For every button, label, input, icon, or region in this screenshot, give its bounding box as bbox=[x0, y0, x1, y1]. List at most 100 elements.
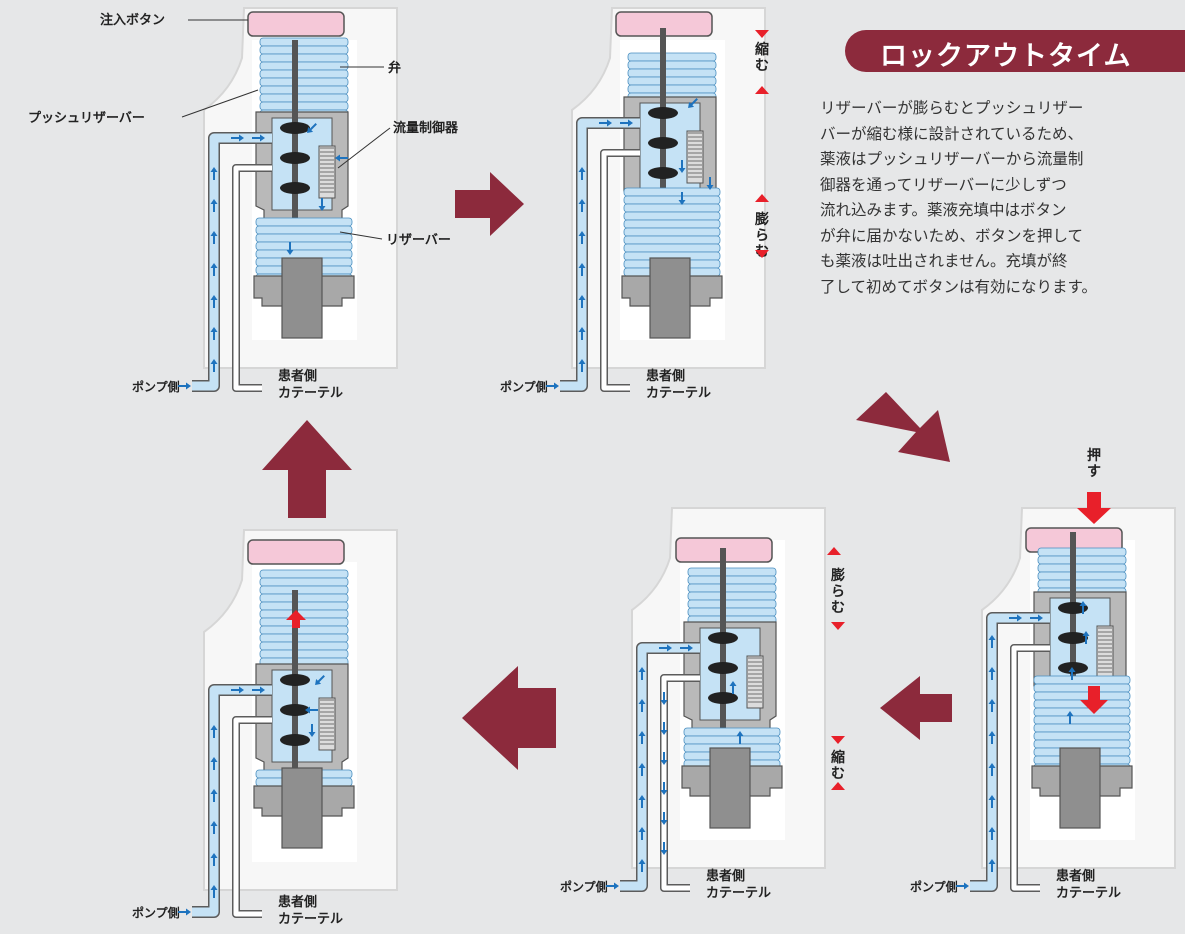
valve-disc bbox=[708, 692, 738, 704]
flow-arrow-icon bbox=[660, 722, 668, 735]
flow-arrow-head bbox=[260, 134, 265, 142]
flow-arrow-icon bbox=[988, 699, 996, 712]
reservoir-fold bbox=[255, 225, 353, 235]
description-line: リザーバーが膨らむとプッシュリザー bbox=[820, 99, 1084, 117]
flow-arrow-icon bbox=[638, 763, 646, 776]
valve-disc bbox=[648, 107, 678, 119]
red-arrow-icon bbox=[831, 736, 845, 744]
valve-disc bbox=[280, 704, 310, 716]
flow-arrow-head bbox=[210, 789, 218, 794]
reservoir-fold bbox=[623, 235, 721, 245]
valve-disc bbox=[280, 734, 310, 746]
maroon-arrow-icon bbox=[856, 392, 950, 462]
flow-arrow-icon bbox=[660, 812, 668, 825]
flow-arrow-icon bbox=[688, 98, 698, 108]
flow-arrow-head bbox=[988, 699, 996, 704]
bellows-fold bbox=[1037, 579, 1127, 589]
pump-inlet-arrow-icon bbox=[546, 382, 559, 390]
bellows-fold bbox=[1037, 547, 1127, 557]
title-badge bbox=[845, 30, 1185, 72]
valve-disc bbox=[280, 122, 310, 134]
flow-arrow-head bbox=[988, 795, 996, 800]
flow-arrow-shaft bbox=[317, 675, 325, 683]
flow-arrow-icon bbox=[210, 327, 218, 340]
flow-arrow-head bbox=[628, 119, 633, 127]
flow-arrow-icon bbox=[638, 795, 646, 808]
shrink-label: 縮 bbox=[831, 749, 845, 766]
bellows-fold bbox=[259, 609, 349, 619]
flow-arrow-head bbox=[210, 199, 218, 204]
flow-arrow-head bbox=[239, 134, 244, 142]
flow-arrow-head bbox=[554, 382, 559, 390]
flow-arrow-icon bbox=[210, 725, 218, 738]
flow-arrow-icon bbox=[578, 295, 586, 308]
flow-arrow-head bbox=[210, 821, 218, 826]
red-arrow-icon bbox=[831, 782, 845, 790]
flow-arrow-head bbox=[638, 667, 646, 672]
red-arrow-icon bbox=[755, 250, 769, 258]
reservoir-fold bbox=[623, 219, 721, 229]
flow-arrow-head bbox=[660, 760, 668, 765]
maroon-arrow-icon bbox=[462, 666, 556, 770]
reservoir-fold bbox=[683, 727, 781, 737]
reservoir-piston bbox=[281, 257, 323, 339]
flow-arrow-icon bbox=[305, 706, 318, 714]
flow-arrow-head bbox=[1068, 667, 1076, 672]
expand-label: 膨 bbox=[831, 567, 845, 584]
reservoir-fold bbox=[623, 211, 721, 221]
catheter-label: カテーテル bbox=[1056, 886, 1121, 901]
reservoir-piston bbox=[649, 257, 691, 339]
red-arrow-icon bbox=[755, 194, 769, 202]
pump-side-label: ポンプ側 bbox=[910, 879, 958, 894]
push-down-arrow-icon bbox=[1080, 686, 1108, 714]
flow-arrow-head bbox=[186, 908, 191, 916]
pump-side-label: ポンプ側 bbox=[500, 379, 548, 394]
catheter-label: カテーテル bbox=[706, 886, 771, 901]
flow-arrow-head bbox=[638, 795, 646, 800]
patient-side-label: 患者側 bbox=[278, 368, 317, 384]
flow-arrow-head bbox=[210, 853, 218, 858]
flow-arrow-head bbox=[210, 327, 218, 332]
flow-arrow-icon bbox=[599, 119, 612, 127]
description-line: 御器を通ってリザーバーに少しずつ bbox=[820, 175, 1067, 194]
bellows-fold bbox=[627, 84, 717, 94]
catheter-label: カテーテル bbox=[278, 386, 343, 401]
bellows-fold bbox=[259, 93, 349, 103]
bellows-fold bbox=[259, 649, 349, 659]
flow-arrow-icon bbox=[988, 667, 996, 680]
flow-arrow-icon bbox=[210, 167, 218, 180]
reservoir-fold bbox=[1033, 683, 1131, 693]
flow-arrow-head bbox=[964, 882, 969, 890]
flow-arrow-head bbox=[1082, 631, 1090, 636]
red-arrow-icon bbox=[831, 622, 845, 630]
red-arrow-icon bbox=[827, 547, 841, 555]
bellows-fold bbox=[1037, 555, 1127, 565]
description-line: 流れ込みます。薬液充填中はボタン bbox=[820, 201, 1067, 219]
flow-arrow-icon bbox=[638, 827, 646, 840]
pump-side-label: ポンプ側 bbox=[132, 379, 180, 394]
flow-arrow-icon bbox=[252, 134, 265, 142]
flow-arrow-icon bbox=[638, 731, 646, 744]
description-line: バーが縮む様に設計されているため、 bbox=[820, 124, 1084, 143]
bellows-fold bbox=[259, 577, 349, 587]
bellows-fold bbox=[259, 569, 349, 579]
expand-label: ら bbox=[755, 228, 769, 244]
valve-disc bbox=[1058, 632, 1088, 644]
reservoir-fold bbox=[683, 735, 781, 745]
description-line: も薬液は吐出されません。充填が終 bbox=[820, 252, 1068, 270]
flow-arrow-shaft bbox=[690, 98, 698, 106]
flow-arrow-icon bbox=[231, 686, 244, 694]
flow-arrow-icon bbox=[210, 199, 218, 212]
bellows-fold bbox=[627, 60, 717, 70]
reservoir-fold bbox=[1033, 731, 1131, 741]
pump-inlet-arrow-icon bbox=[178, 908, 191, 916]
bellows-fold bbox=[687, 599, 777, 609]
flow-arrow-head bbox=[678, 200, 686, 205]
flow-arrow-icon bbox=[210, 359, 218, 372]
reservoir-fold bbox=[255, 233, 353, 243]
flow-arrow-head bbox=[315, 678, 322, 685]
